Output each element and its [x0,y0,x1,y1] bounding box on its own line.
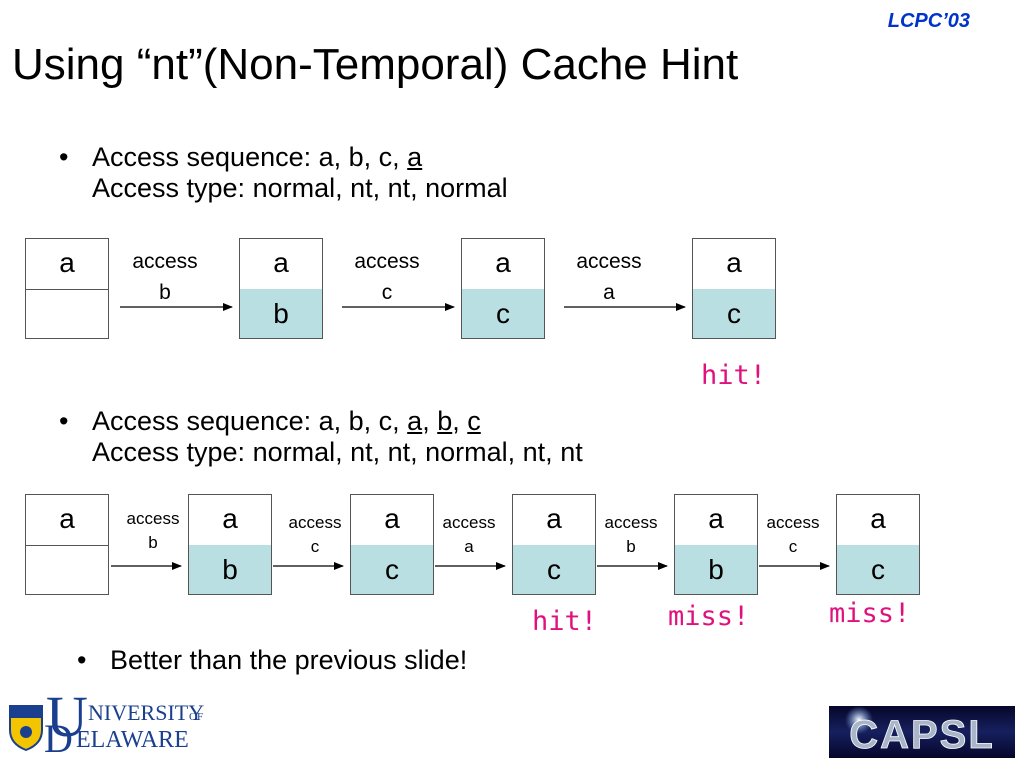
access-sequence-1: Access sequence: a, b, c, a [92,142,423,172]
annotation-miss-2: miss! [829,598,911,629]
cache-state-1-2: a b [239,238,323,339]
bullet-3: • Better than the previous slide! [77,645,468,676]
cache-line-bottom: b [675,545,757,594]
bullet-1: • Access sequence: a, b, c, a Access typ… [59,142,508,204]
conclusion-text: Better than the previous slide! [110,645,468,675]
access-type-1: Access type: normal, nt, nt, normal [92,173,508,203]
cache-state-2-1: a [25,494,109,595]
cache-line-bottom: b [189,545,271,594]
cache-line-bottom: c [693,289,775,338]
cache-state-2-4: a c [512,494,596,595]
bullet-dot: • [59,406,69,436]
cache-line-bottom: c [462,289,544,338]
cache-state-1-4: a c [692,238,776,339]
cache-state-2-2: a b [188,494,272,595]
annotation-hit-2: hit! [532,606,598,637]
shield-icon [9,705,43,752]
logo-text-delaware: ELAWARE [76,727,189,753]
logo-letter-d: D [44,716,73,754]
capsl-text: CAPSL [849,713,995,757]
cache-line-bottom: c [837,545,919,594]
capsl-logo-art: CAPSL [845,706,995,757]
cache-line-top: a [26,495,108,546]
cache-state-2-6: a c [836,494,920,595]
cache-state-2-3: a c [350,494,434,595]
conference-tag: LCPC’03 [887,10,970,32]
logo-letter-u: U [46,690,88,749]
cache-state-2-5: a b [674,494,758,595]
cache-line-bottom: c [513,545,595,594]
cache-line-bottom: b [240,289,322,338]
cache-state-1-1: a [25,238,109,339]
bullet-dot: • [77,645,87,675]
logo-text-of: OF [189,711,203,723]
cache-line-bottom: c [351,545,433,594]
bullet-2: • Access sequence: a, b, c, a, b, c Acce… [59,406,583,468]
access-sequence-2: Access sequence: a, b, c, a, b, c [92,406,481,436]
bullet-dot: • [59,142,69,172]
access-type-2: Access type: normal, nt, nt, normal, nt,… [92,437,583,467]
logo-text-university: NIVERSITY [88,700,204,725]
annotation-hit-1: hit! [701,360,767,391]
capsl-logo: CAPSL [829,706,1015,758]
annotation-miss-1: miss! [668,601,750,632]
university-of-delaware-logo: U D NIVERSITY OF ELAWARE [9,690,204,754]
slide-title: Using “nt”(Non-Temporal) Cache Hint [12,40,739,89]
cache-state-1-3: a c [461,238,545,339]
cache-line-top: a [26,239,108,290]
flare-icon [845,706,873,734]
